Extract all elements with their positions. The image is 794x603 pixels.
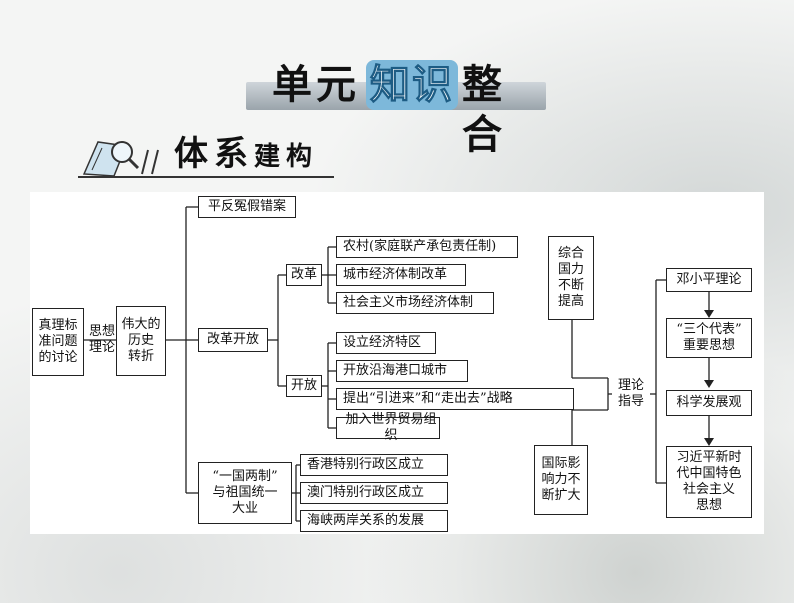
banner-text-3: 整合 [462, 62, 506, 158]
two-systems-item-macao: 澳门特别行政区成立 [300, 482, 448, 504]
guidance-line-2: 指导 [617, 394, 644, 409]
national-power-line-2: 国力 [557, 262, 584, 277]
opening-item-sez: 设立经济特区 [336, 332, 436, 354]
two-systems-line-3: 大业 [231, 501, 258, 516]
two-systems-item-strait: 海峡两岸关系的发展 [300, 510, 448, 532]
arrow-down-icon [704, 310, 714, 318]
root-line-2: 准问题 [38, 334, 78, 349]
root-box: 真理标 准问题 的讨论 [32, 308, 84, 376]
guidance-line-1: 理论 [617, 378, 644, 393]
theory-scientific: 科学发展观 [666, 390, 752, 416]
edge-label-line-1: 思想 [88, 324, 115, 339]
national-power-line-1: 综合 [557, 246, 584, 261]
banner-text-1: 单元 [272, 62, 360, 108]
section-subheading: 体系建构 [78, 130, 338, 182]
two-systems-item-hk: 香港特别行政区成立 [300, 454, 448, 476]
turning-line-1: 伟大的 [121, 317, 161, 332]
two-systems-line-1: “一国两制” [212, 469, 278, 484]
theory-xi-line-2: 代中国特色 [676, 466, 742, 481]
turning-line-3: 转折 [127, 349, 154, 364]
opening-item-strategy: 提出“引进来”和“走出去”战略 [336, 388, 574, 410]
subheading-text: 体系建构 [174, 132, 318, 179]
opening-box: 开放 [286, 375, 322, 397]
subheading-rule [78, 176, 334, 178]
redress-box: 平反冤假错案 [198, 196, 296, 218]
national-power-line-4: 提高 [557, 294, 584, 309]
opening-item-wto: 加入世界贸易组织 [336, 412, 440, 443]
theory-xi-line-1: 习近平新时 [676, 450, 742, 465]
edge-label-thought: 思想 理论 [88, 324, 116, 356]
theory-three-represents: “三个代表” 重要思想 [666, 318, 752, 358]
turning-line-2: 历史 [127, 333, 154, 348]
root-line-3: 的讨论 [38, 350, 78, 365]
theory-deng: 邓小平理论 [666, 268, 752, 292]
two-systems-line-2: 与祖国统一 [212, 485, 278, 500]
intl-influence-box: 国际影 响力不 断扩大 [534, 445, 588, 515]
banner-text-2: 知识 [366, 60, 458, 110]
reform-item-urban: 城市经济体制改革 [336, 264, 466, 286]
two-systems-box: “一国两制” 与祖国统一 大业 [198, 462, 292, 524]
theory-xi-line-4: 思想 [695, 498, 722, 513]
intl-influence-line-2: 响力不 [541, 472, 581, 487]
arrow-down-icon [704, 380, 714, 388]
reform-box: 改革 [286, 264, 322, 286]
theory-xi: 习近平新时 代中国特色 社会主义 思想 [666, 446, 752, 518]
unit-banner: 单元 知识 整合 [246, 60, 546, 158]
subheading-text-1: 体系 [174, 134, 254, 174]
turning-box: 伟大的 历史 转折 [116, 306, 166, 376]
reform-open-box: 改革开放 [198, 328, 268, 352]
root-line-1: 真理标 [38, 318, 78, 333]
national-power-line-3: 不断 [557, 278, 584, 293]
opening-item-coastal: 开放沿海港口城市 [336, 360, 468, 382]
edge-label-line-2: 理论 [88, 340, 115, 355]
reform-item-market: 社会主义市场经济体制 [336, 292, 494, 314]
arrow-down-icon [704, 438, 714, 446]
theory-xi-line-3: 社会主义 [682, 482, 735, 497]
national-power-box: 综合 国力 不断 提高 [548, 236, 594, 320]
theory-three-line-2: 重要思想 [682, 338, 735, 353]
subheading-text-2: 建构 [254, 142, 319, 172]
guidance-label: 理论 指导 [612, 378, 650, 410]
reform-item-rural: 农村(家庭联产承包责任制) [336, 236, 518, 258]
book-magnifier-icon [82, 141, 159, 177]
intl-influence-line-1: 国际影 [541, 456, 581, 471]
intl-influence-line-3: 断扩大 [541, 488, 581, 503]
theory-three-line-1: “三个代表” [676, 322, 742, 337]
